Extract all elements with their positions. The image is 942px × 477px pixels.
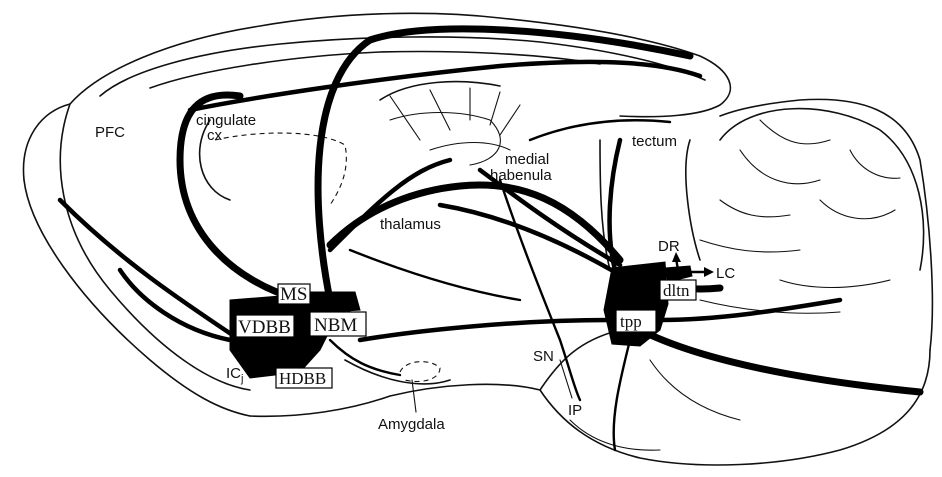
label-cx: cx bbox=[207, 127, 223, 144]
label-ms: MS bbox=[280, 284, 307, 305]
label-ip: IP bbox=[568, 402, 582, 419]
label-amygdala: Amygdala bbox=[378, 416, 445, 433]
label-habenula: habenula bbox=[490, 167, 552, 184]
pointer-lines bbox=[412, 360, 572, 412]
label-dr: DR bbox=[658, 238, 680, 255]
label-ic: ICj bbox=[226, 365, 243, 385]
label-thalamus: thalamus bbox=[380, 216, 441, 233]
label-lc: LC bbox=[716, 265, 735, 282]
label-medial: medial bbox=[505, 151, 549, 168]
brainstem-nuclei bbox=[604, 262, 692, 346]
label-sn: SN bbox=[533, 348, 554, 365]
cholinergic-pathways bbox=[60, 29, 920, 450]
label-pfc: PFC bbox=[95, 124, 125, 141]
label-cingulate: cingulate bbox=[196, 112, 256, 129]
brain-outline bbox=[23, 13, 932, 465]
label-tectum: tectum bbox=[632, 133, 677, 150]
label-nbm: NBM bbox=[314, 315, 357, 336]
arrow-right-icon bbox=[704, 267, 714, 277]
label-vdbb: VDBB bbox=[238, 317, 291, 338]
label-tpp: tpp bbox=[620, 312, 642, 331]
label-hdbb: HDBB bbox=[279, 369, 326, 388]
cerebellum-outline bbox=[686, 109, 924, 314]
label-dltn: dltn bbox=[663, 281, 690, 300]
